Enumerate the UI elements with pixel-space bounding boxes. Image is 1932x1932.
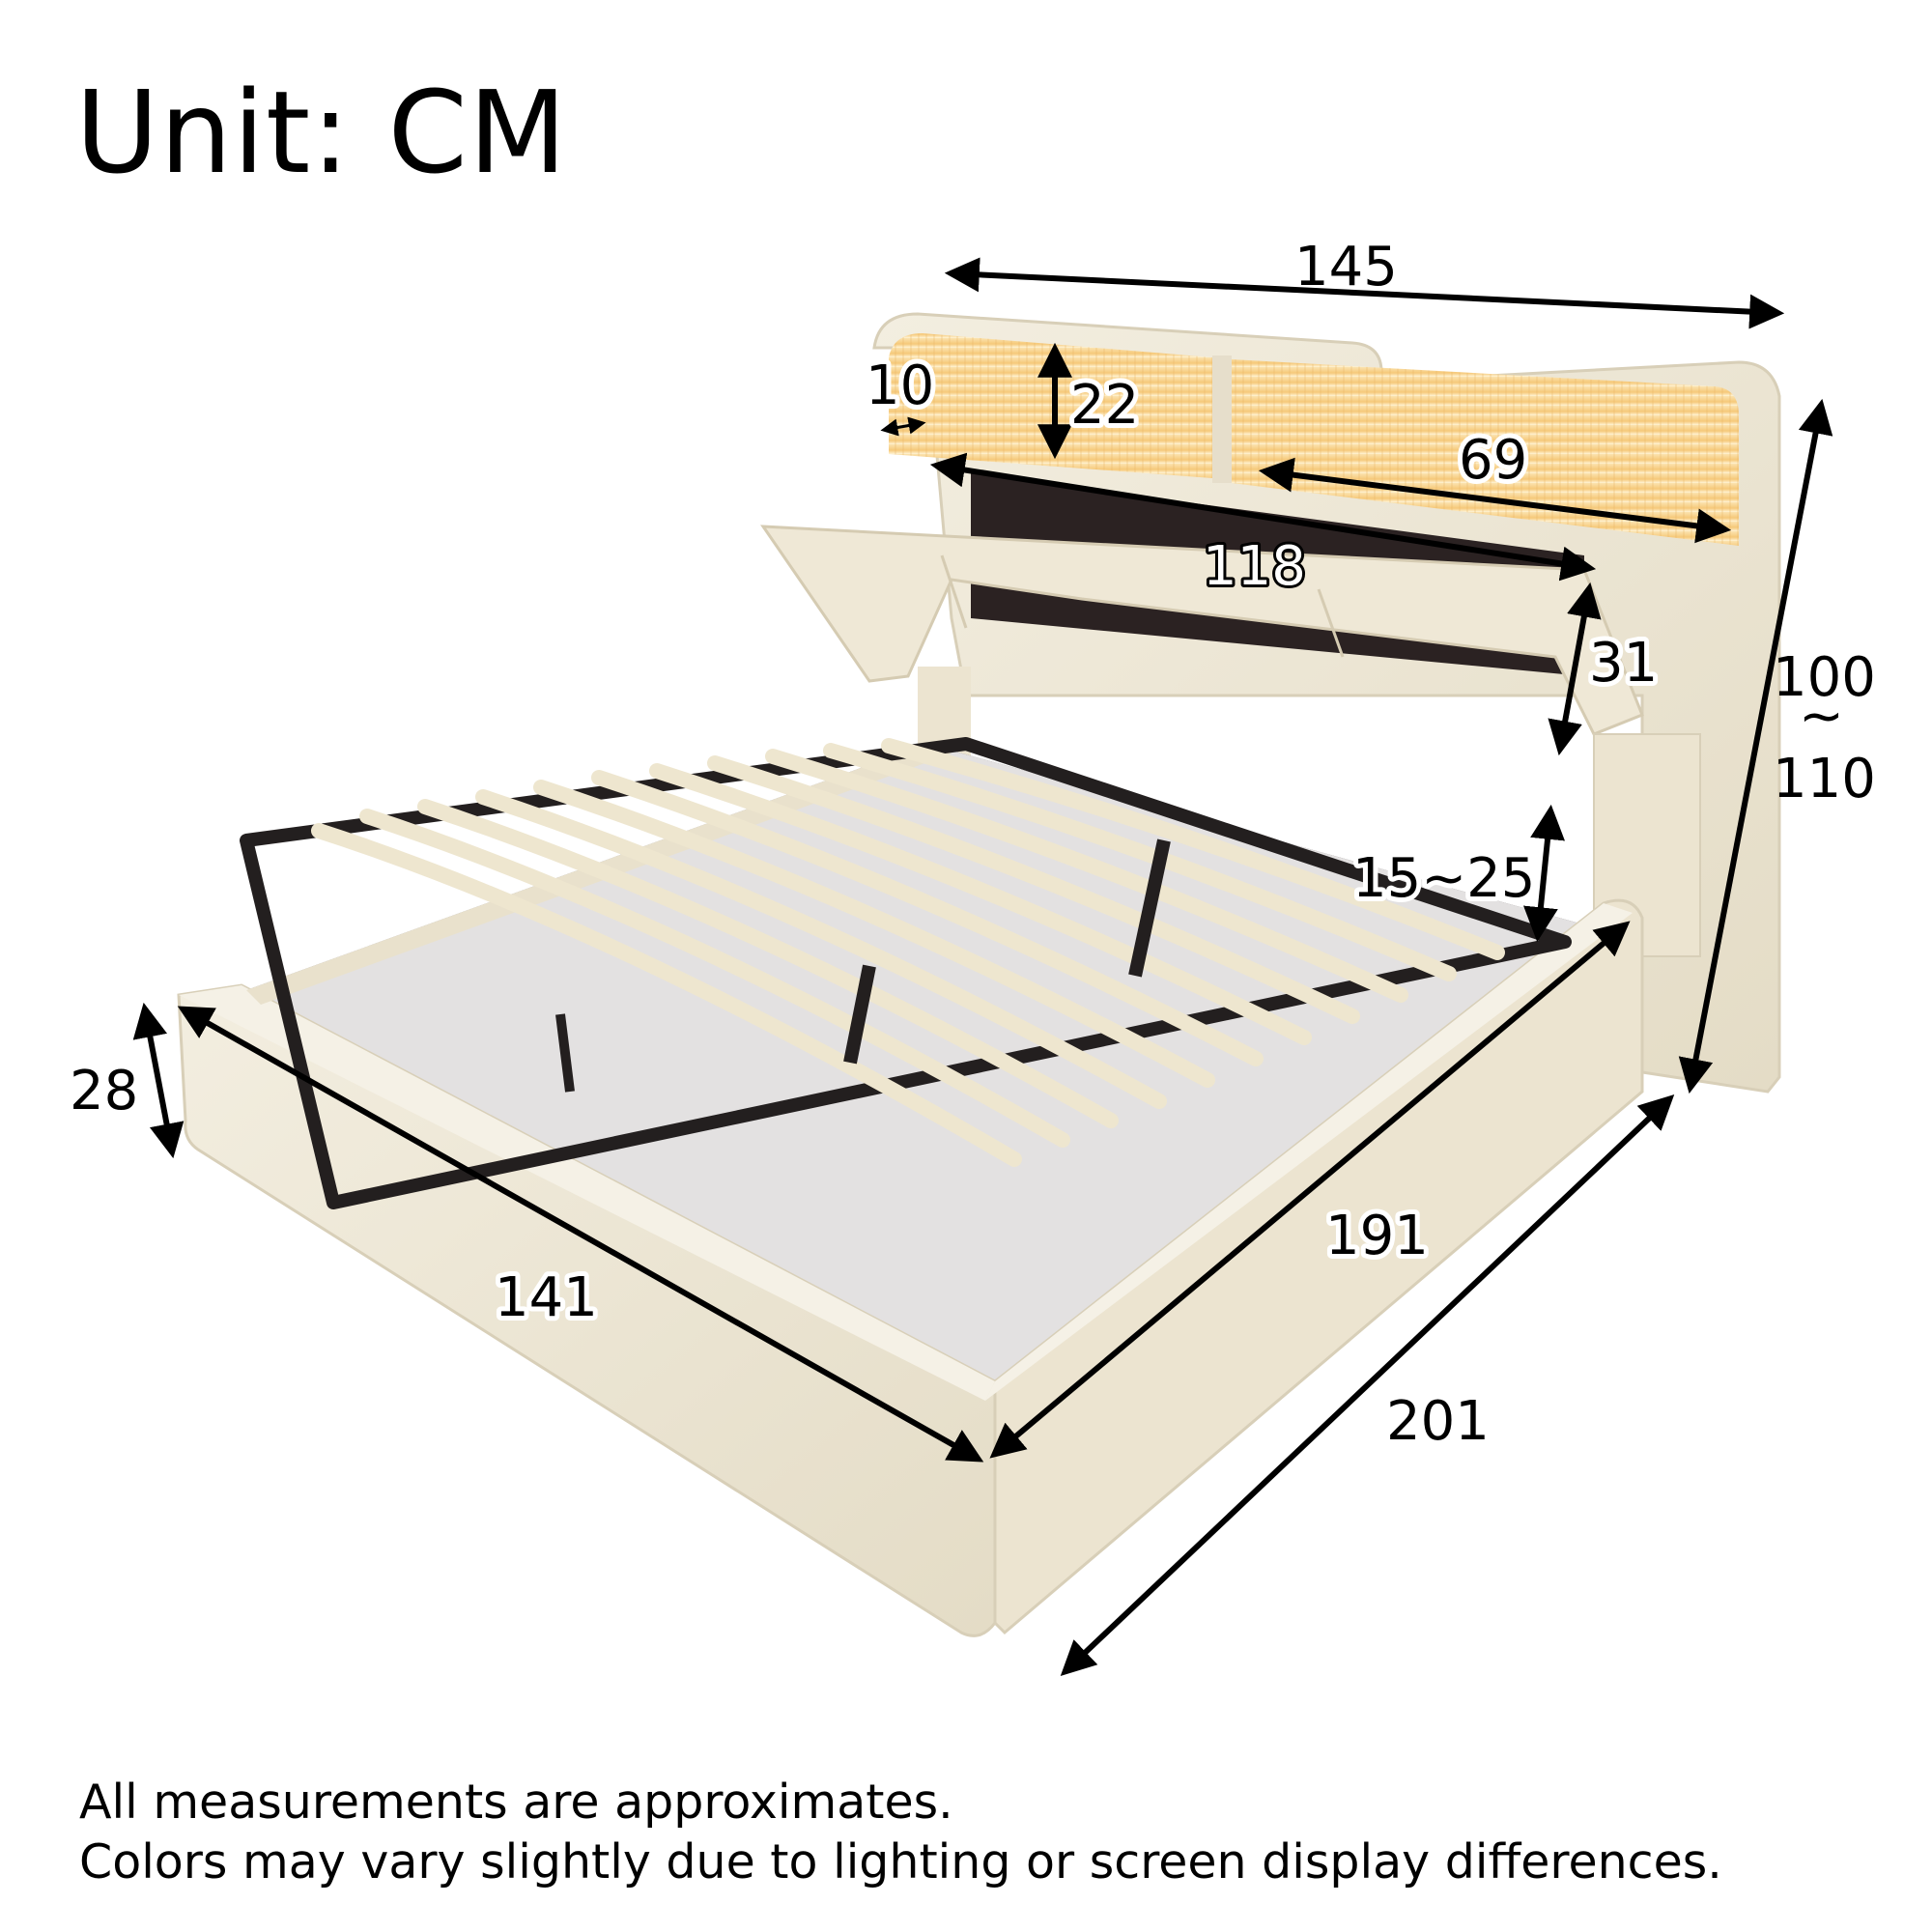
label-compartment-width: 69 <box>1459 429 1527 492</box>
note-colors: Colors may vary slightly due to lighting… <box>79 1834 1722 1889</box>
label-opening-width: 118 <box>1203 535 1306 598</box>
arrow-rail-height <box>132 1002 185 1159</box>
led-shelf-left <box>889 333 1212 478</box>
label-headboard-width: 145 <box>1294 236 1398 298</box>
label-total-height-max: 110 <box>1773 748 1876 810</box>
label-total-height: 100 <box>1773 646 1876 709</box>
label-flap-height: 31 <box>1589 632 1658 695</box>
label-divider-depth: 10 <box>866 355 934 417</box>
arrow-inner-width <box>177 1006 984 1463</box>
disclaimer-notes: All measurements are approximates. Color… <box>79 1773 1722 1892</box>
arrow-divider-depth <box>880 416 926 437</box>
label-total-height-sep: ~ <box>1799 685 1844 748</box>
shelf-divider <box>1212 355 1232 483</box>
arrow-slat-gap <box>1523 804 1565 943</box>
label-shelf-height: 22 <box>1070 374 1139 437</box>
arrow-total-height <box>1678 398 1833 1094</box>
label-inner-width: 141 <box>495 1266 598 1329</box>
arrow-headboard-width <box>944 257 1785 329</box>
label-rail-height: 28 <box>70 1060 138 1122</box>
note-measurements: All measurements are approximates. <box>79 1775 953 1830</box>
dimension-arrows <box>132 257 1833 1676</box>
arrow-flap-height <box>1548 582 1602 756</box>
label-inner-length: 191 <box>1325 1205 1429 1267</box>
arrow-total-length <box>1060 1094 1675 1676</box>
label-slat-gap: 15~25 <box>1352 847 1535 910</box>
unit-title: Unit: CM <box>75 66 568 199</box>
dimension-labels: 145 10 22 69 118 31 100 ~ 110 15~25 28 1… <box>70 236 1876 1453</box>
arrow-opening-width <box>929 452 1597 582</box>
label-total-length: 201 <box>1386 1390 1490 1453</box>
